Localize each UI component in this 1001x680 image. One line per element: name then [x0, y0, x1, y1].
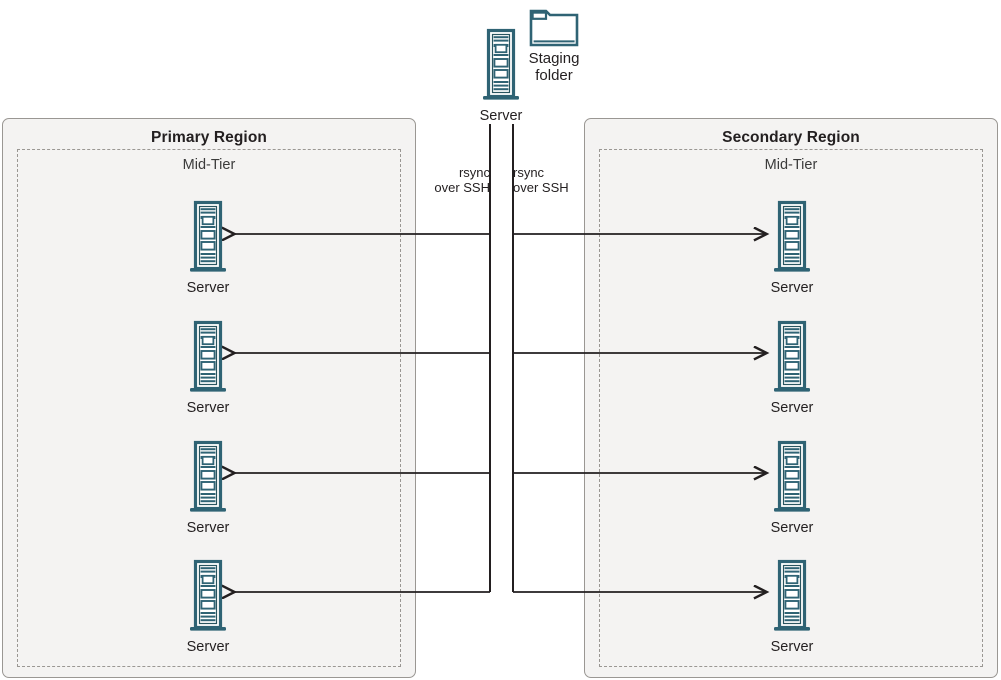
- server-icon: [190, 440, 226, 512]
- server-icon: [774, 320, 810, 392]
- primary-server-node-2[interactable]: Server: [163, 320, 253, 416]
- secondary-server-label-4: Server: [770, 639, 814, 655]
- rsync-right-line1: rsync: [513, 165, 545, 180]
- rsync-right-line2: over SSH: [513, 180, 569, 195]
- server-icon: [190, 200, 226, 272]
- server-icon: [190, 320, 226, 392]
- rsync-over-ssh-label-right: rsync over SSH: [513, 165, 573, 195]
- primary-server-label-3: Server: [186, 520, 230, 536]
- staging-folder-label-line2: folder: [535, 67, 573, 84]
- server-icon: [483, 28, 519, 100]
- secondary-server-label-3: Server: [770, 520, 814, 536]
- secondary-server-node-2[interactable]: Server: [747, 320, 837, 416]
- secondary-server-node-4[interactable]: Server: [747, 559, 837, 655]
- secondary-server-node-1[interactable]: Server: [747, 200, 837, 296]
- primary-server-node-4[interactable]: Server: [163, 559, 253, 655]
- rsync-over-ssh-label-left: rsync over SSH: [434, 165, 490, 195]
- staging-folder-label: Staging folder: [515, 50, 593, 84]
- secondary-region-mid-tier-box: Mid-Tier: [599, 149, 983, 667]
- rsync-left-line2: over SSH: [434, 180, 490, 195]
- primary-server-label-4: Server: [186, 639, 230, 655]
- secondary-server-label-1: Server: [770, 280, 814, 296]
- primary-server-node-3[interactable]: Server: [163, 440, 253, 536]
- secondary-region-mid-tier-title: Mid-Tier: [764, 157, 818, 173]
- staging-folder-label-line1: Staging: [528, 50, 580, 67]
- secondary-region-title: Secondary Region: [722, 129, 860, 146]
- server-icon: [774, 559, 810, 631]
- primary-region-mid-tier-title: Mid-Tier: [182, 157, 236, 173]
- central-server-node[interactable]: Server: [456, 28, 546, 124]
- primary-server-node-1[interactable]: Server: [163, 200, 253, 296]
- rsync-left-line1: rsync: [458, 165, 490, 180]
- server-icon: [774, 200, 810, 272]
- server-icon: [190, 559, 226, 631]
- primary-region-mid-tier-box: Mid-Tier: [17, 149, 401, 667]
- secondary-server-node-3[interactable]: Server: [747, 440, 837, 536]
- primary-server-label-1: Server: [186, 280, 230, 296]
- primary-region-title: Primary Region: [151, 129, 267, 146]
- folder-icon: [529, 9, 579, 47]
- primary-server-label-2: Server: [186, 400, 230, 416]
- central-server-label: Server: [479, 108, 523, 124]
- staging-folder-node[interactable]: Staging folder: [515, 4, 593, 84]
- server-icon: [774, 440, 810, 512]
- secondary-server-label-2: Server: [770, 400, 814, 416]
